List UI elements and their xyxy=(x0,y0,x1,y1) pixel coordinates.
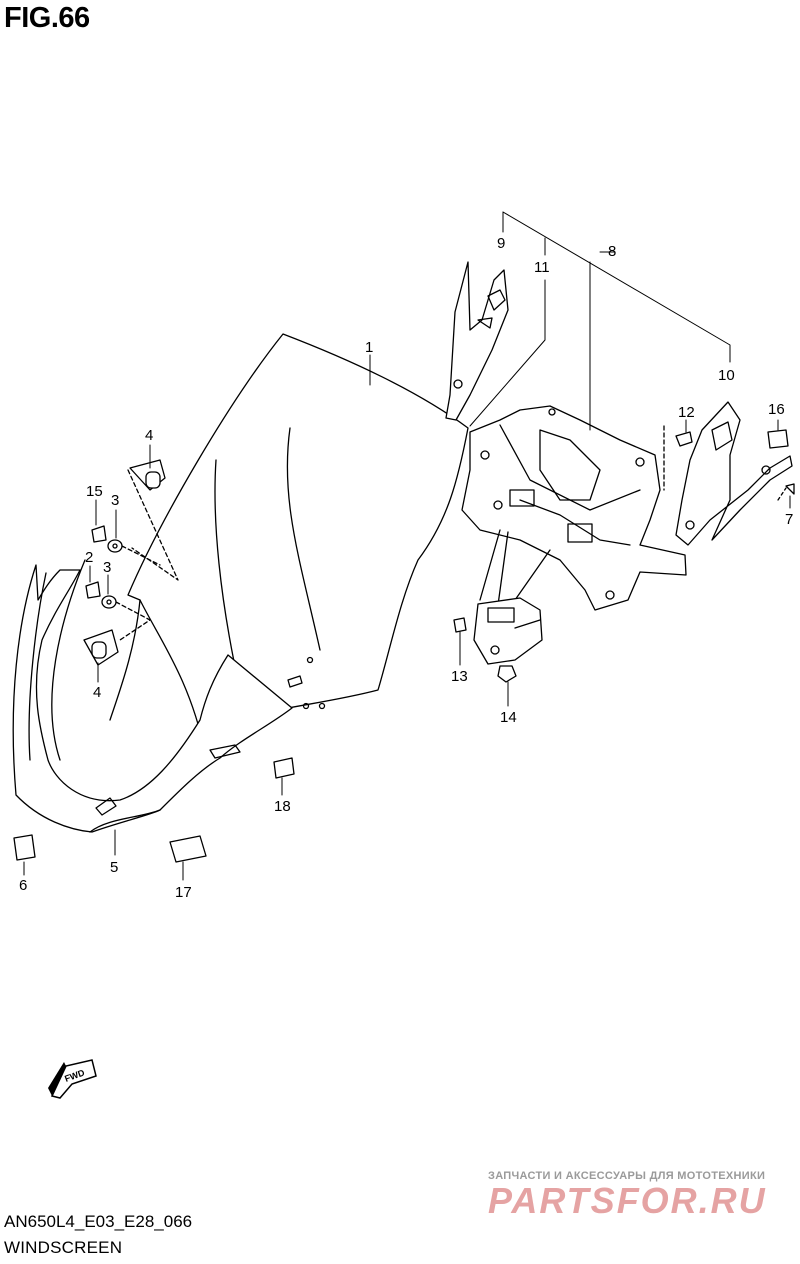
callout-8: 8 xyxy=(608,243,616,260)
callout-1: 1 xyxy=(365,339,373,356)
callout-17: 17 xyxy=(175,884,192,901)
watermark-tagline: ЗАПЧАСТИ И АКСЕССУАРЫ ДЛЯ МОТОТЕХНИКИ xyxy=(488,1170,766,1182)
callout-12: 12 xyxy=(678,404,695,421)
actuator-motor xyxy=(473,597,543,665)
cowl-panel-part-5 xyxy=(12,559,293,833)
bracket-part-10 xyxy=(675,401,793,546)
hardware-parts xyxy=(13,425,795,863)
frame-assembly-part-8 xyxy=(461,405,687,611)
callout-14: 14 xyxy=(500,709,517,726)
leader-lines xyxy=(23,211,791,881)
callout-18: 18 xyxy=(274,798,291,815)
callout-7: 7 xyxy=(785,511,793,528)
callout-3b: 3 xyxy=(103,559,111,576)
callout-4a: 4 xyxy=(145,427,153,444)
diagram-code: AN650L4_E03_E28_066 xyxy=(4,1212,193,1231)
callout-15: 15 xyxy=(86,483,103,500)
windscreen-part-1 xyxy=(109,333,469,753)
callout-11: 11 xyxy=(534,259,550,276)
callout-4b: 4 xyxy=(93,684,101,701)
callout-10: 10 xyxy=(718,367,735,384)
callout-16: 16 xyxy=(768,401,785,418)
callout-labels: 1 2 3 3 4 4 5 6 7 8 9 10 11 12 13 14 15 … xyxy=(19,235,793,901)
bracket-part-9 xyxy=(445,261,509,421)
figure-title: FIG.66 xyxy=(4,2,90,34)
callout-3a: 3 xyxy=(111,492,119,509)
watermark-logo: PARTSFOR.RU xyxy=(488,1180,767,1221)
diagram-caption: WINDSCREEN xyxy=(4,1238,123,1257)
callout-13: 13 xyxy=(451,668,468,685)
callout-5: 5 xyxy=(110,859,118,876)
callout-2: 2 xyxy=(85,549,93,566)
fwd-arrow-icon: FWD xyxy=(48,1059,97,1099)
callout-9: 9 xyxy=(497,235,505,252)
callout-6: 6 xyxy=(19,877,27,894)
